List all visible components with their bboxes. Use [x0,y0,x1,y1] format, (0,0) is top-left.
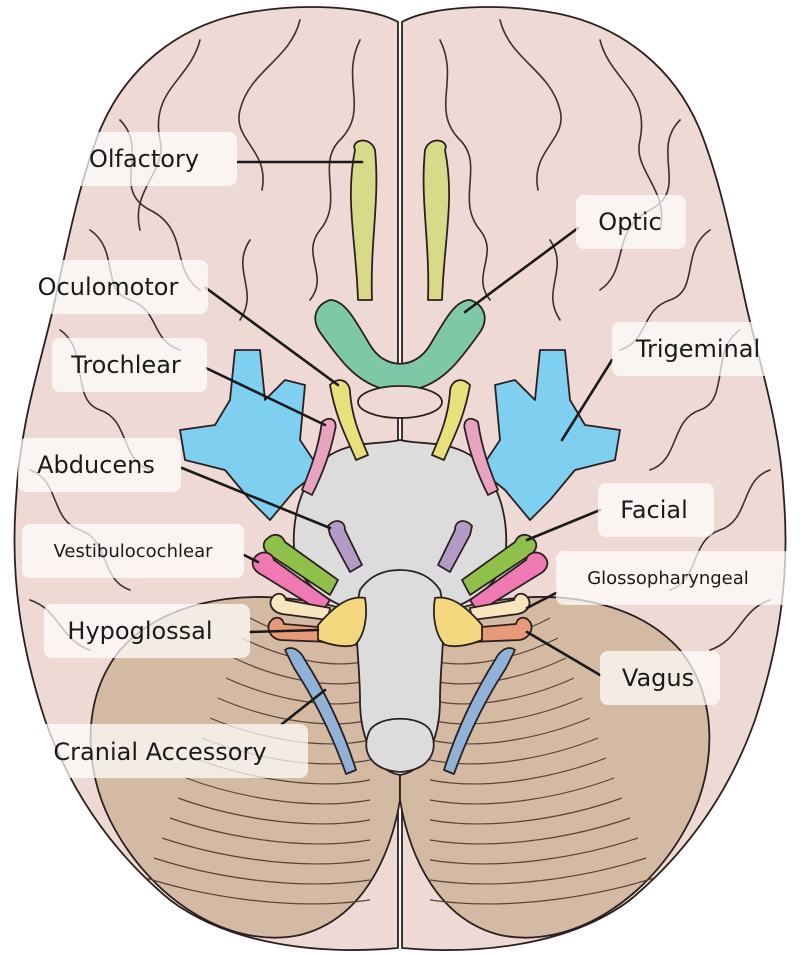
vestibulocochlear-nerve-right [469,551,549,613]
folia-line [429,777,615,805]
label-box-oculomotor [18,260,208,314]
label-glossopharyngeal: Glossopharyngeal [587,568,749,589]
folia-line [429,837,639,865]
folia-line [153,857,371,885]
folia-line [169,817,371,845]
label-box-optic [576,195,686,249]
gyrus-line [549,239,561,321]
nerves [179,139,621,775]
gyrus-line [499,19,562,191]
gyrus-line [239,239,251,321]
label-box-abducens [18,438,181,492]
accessory-nerve-right [443,647,516,775]
label-box-trochlear [52,338,207,392]
folia-line [145,877,371,905]
gyrus-line [238,19,301,191]
spinal-cord-section [365,717,435,773]
folia-line [429,717,591,745]
leader-abducens [180,466,332,530]
leader-trigeminal [560,358,614,442]
labels: Olfactory Optic Oculomotor Trochlear Tri… [18,132,792,778]
gyrus-line [309,39,361,301]
trochlear-nerve-right [463,417,499,496]
oculomotor-nerve-right [431,379,471,461]
leader-trochlear [204,366,327,427]
mammillary-region [357,385,443,419]
label-hypoglossal: Hypoglossal [67,617,212,645]
leader-vestibulocochlear [242,553,260,564]
label-box-vagus [600,651,720,705]
label-vagus: Vagus [622,664,694,692]
label-box-glossopharyngeal [556,551,792,605]
folia-line [429,817,631,845]
label-box-trigeminal [612,322,784,376]
olfactory-nerve-left [349,139,378,301]
leader-hypoglossal [248,628,320,634]
folia-line [233,657,371,685]
folia-line [161,837,371,865]
olfactory-nerve-right [422,139,451,301]
label-olfactory: Olfactory [89,145,199,173]
label-oculomotor: Oculomotor [38,273,179,301]
folia-line [429,797,623,825]
leader-oculomotor [204,286,340,387]
hypoglossal-nerve-left [317,596,368,648]
folia-line [429,657,567,685]
folia-line [225,677,371,705]
leader-accessory [280,688,327,726]
hypoglossal-nerve-right [432,596,483,648]
oculomotor-nerve-left [329,379,369,461]
leader-vagus [525,630,602,677]
folia-line [429,677,575,705]
label-vestibulocochlear: Vestibulocochlear [54,541,214,562]
facial-nerve-left [262,533,339,596]
folia-line [177,797,371,825]
leader-facial [525,508,602,542]
abducens-nerve-left [327,520,363,573]
optic-chiasm [314,299,486,389]
folia-line [429,697,583,725]
label-box-olfactory [72,132,237,186]
label-box-facial [598,483,714,537]
label-optic: Optic [598,208,661,236]
label-box-accessory [34,724,308,778]
accessory-nerve-left [284,647,357,775]
label-trigeminal: Trigeminal [635,335,760,363]
folia-line [429,877,655,905]
label-box-vestibulocochlear [22,524,244,578]
folia-line [429,757,607,785]
vestibulocochlear-nerve-left [251,551,331,613]
leader-glossopharyngeal [525,591,558,610]
facial-nerve-right [461,533,538,596]
trochlear-nerve-left [301,417,337,496]
folia-line [429,857,647,885]
label-abducens: Abducens [37,451,155,479]
label-facial: Facial [620,496,688,524]
label-trochlear: Trochlear [70,351,181,379]
leader-lines [180,160,614,726]
folia-line [185,777,371,805]
leader-optic [463,226,580,314]
abducens-nerve-right [437,520,473,573]
trigeminal-nerve-left [179,349,321,521]
trigeminal-nerve-right [479,349,621,521]
gyrus-line [439,39,491,301]
label-accessory: Cranial Accessory [53,738,266,766]
label-box-hypoglossal [44,604,250,658]
